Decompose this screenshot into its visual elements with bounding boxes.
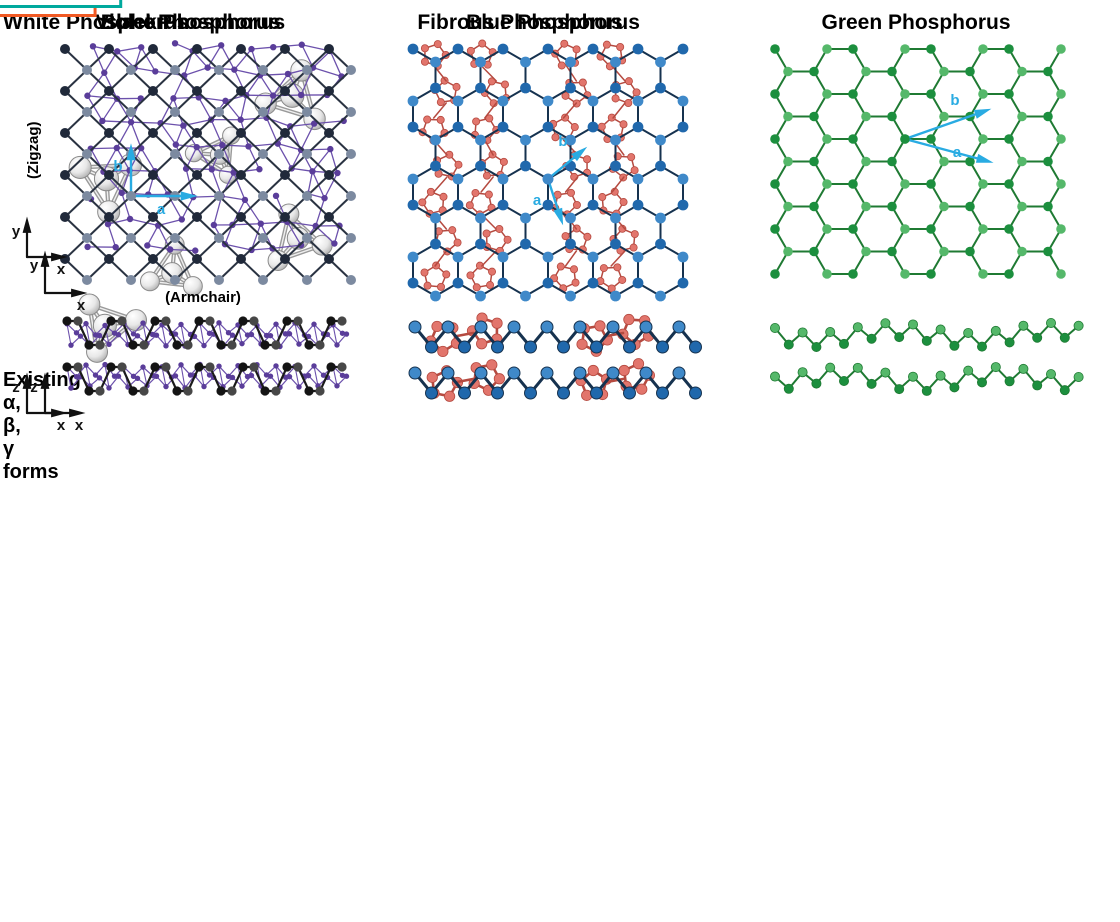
svg-text:z: z <box>30 379 38 396</box>
green-phosphorus-top-view-figure: ba <box>770 44 1066 279</box>
svg-text:y: y <box>12 223 21 240</box>
svg-text:b: b <box>558 133 567 150</box>
armchair-direction-label: (Armchair) <box>165 289 241 306</box>
svg-text:y: y <box>30 257 39 274</box>
svg-text:a: a <box>953 144 962 161</box>
svg-text:x: x <box>57 417 66 434</box>
zigzag-direction-label: (Zigzag) <box>25 121 42 180</box>
green-phosphorus-side-view-figure <box>770 318 1084 396</box>
puckered-honeycomb-badge: Puckered Honeycomb <box>0 0 122 8</box>
blue-phosphorus-side-view-figure <box>408 320 702 400</box>
svg-text:x: x <box>77 297 86 314</box>
black-phosphorus-title: Black Phosphorus <box>100 11 286 34</box>
fibrous-phosphorus-title: Fibrous Phosphorus <box>417 11 623 34</box>
svg-text:x: x <box>57 261 66 278</box>
svg-text:b: b <box>113 158 122 175</box>
blue-phosphorus-title: Blue Phosphorus <box>466 11 640 34</box>
svg-text:z: z <box>12 379 20 396</box>
svg-text:a: a <box>533 192 542 209</box>
puckered-honeycomb-panel: Black Phosphorus Blue Phosphorus Green P… <box>0 0 1084 434</box>
violet-phosphorus-title: Violet Phosphorus <box>95 11 281 34</box>
svg-text:b: b <box>950 92 959 109</box>
xy-axis-indicator: yx <box>12 216 68 278</box>
svg-text:x: x <box>75 417 84 434</box>
svg-text:a: a <box>157 201 166 218</box>
black-phosphorus-side-view-figure <box>62 316 347 396</box>
green-phosphorus-title: Green Phosphorus <box>821 11 1011 34</box>
xz-axis-indicator: zx <box>12 372 68 434</box>
black-phosphorus-top-view-figure: ba <box>60 44 356 285</box>
blue-phosphorus-top-view-figure: ba <box>407 43 689 302</box>
